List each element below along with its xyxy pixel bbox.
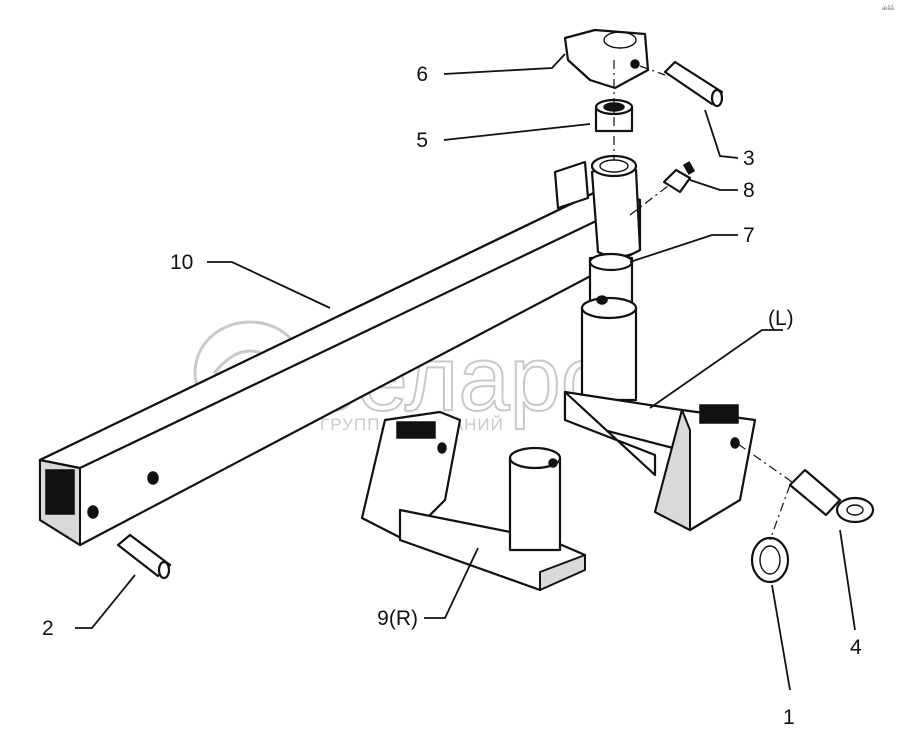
part-10-tube	[38, 160, 642, 547]
assembly-axes	[613, 60, 793, 541]
leader-lines	[75, 53, 856, 691]
part-l-bracket	[563, 390, 757, 532]
callout-10: 10	[170, 251, 193, 274]
callout-labels: 6 5 3 8 7 10 (L) 9(R) 2 4 1	[42, 63, 862, 729]
part-8-grease-fitting	[662, 161, 696, 194]
callout-9r: 9(R)	[377, 607, 418, 630]
part-9r-bracket	[360, 410, 587, 592]
callout-3: 3	[743, 147, 755, 170]
callout-1: 1	[783, 706, 795, 729]
part-7-pivot	[580, 154, 642, 402]
corner-mark: æåå	[882, 5, 895, 12]
callout-8: 8	[743, 179, 755, 202]
callout-7: 7	[743, 224, 755, 247]
callout-2: 2	[42, 617, 54, 640]
part-3-pin	[663, 60, 724, 108]
callout-6: 6	[416, 63, 428, 86]
callout-l: (L)	[768, 307, 794, 330]
part-6-clamp	[563, 28, 650, 90]
part-4-lock-pin	[788, 468, 875, 524]
part-2-roll-pin	[116, 533, 172, 580]
part-1-clip	[750, 536, 790, 584]
callout-4: 4	[850, 636, 862, 659]
callout-5: 5	[416, 129, 428, 152]
